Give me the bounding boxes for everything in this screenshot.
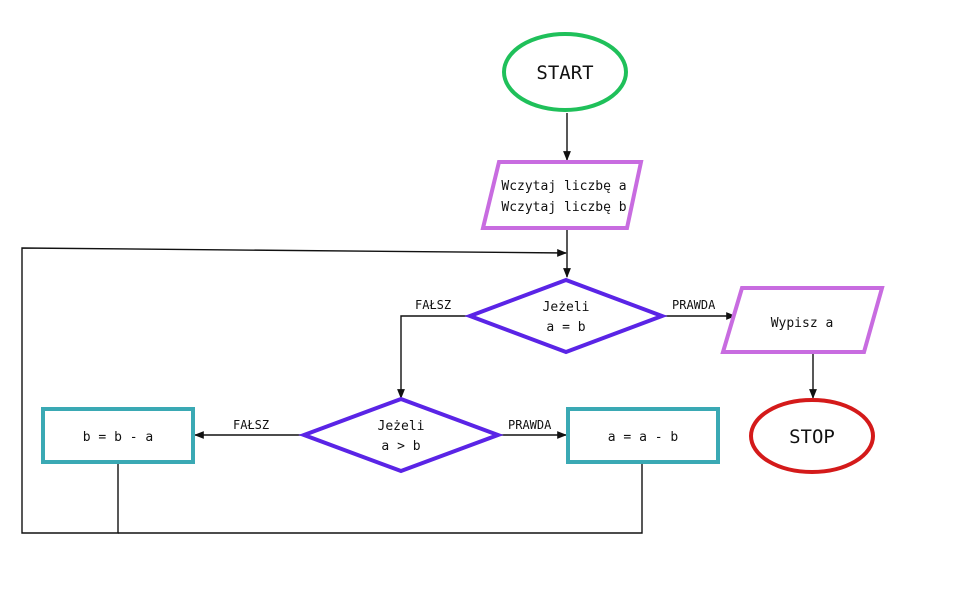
decision2-label-line2: a > b [381, 439, 420, 454]
stop-label: STOP [789, 426, 835, 448]
decision2-label-line1: Jeżeli [378, 419, 425, 434]
output-parallelogram [720, 286, 885, 354]
input-label-line2: Wczytaj liczbę b [501, 200, 626, 215]
edge-loop-back [21, 247, 567, 534]
stop-node: STOP [749, 398, 875, 474]
edge-label-d1-false: FAŁSZ [415, 298, 451, 312]
process-left-label: b = b - a [83, 430, 153, 445]
process-left-node: b = b - a [41, 407, 195, 464]
input-node: Wczytaj liczbę a Wczytaj liczbę b [480, 160, 644, 230]
input-label-line1: Wczytaj liczbę a [501, 179, 626, 194]
edge-right-process-return [118, 463, 643, 534]
edge-label-d2-false: FAŁSZ [233, 418, 269, 432]
edge-label-d1-true: PRAWDA [672, 298, 716, 312]
start-label: START [536, 62, 593, 84]
decision2-node: Jeżeli a > b [298, 396, 504, 474]
edges [21, 113, 817, 534]
start-terminator [502, 32, 628, 112]
output-node: Wypisz a [720, 286, 885, 354]
decision1-label-line1: Jeżeli [543, 300, 590, 315]
process-right-box [566, 407, 720, 464]
start-node: START [502, 32, 628, 112]
process-right-label: a = a - b [608, 430, 679, 445]
edge-label-d2-true: PRAWDA [508, 418, 552, 432]
process-right-node: a = a - b [566, 407, 720, 464]
edge-decision1-false [397, 315, 470, 399]
output-label: Wypisz a [771, 316, 834, 331]
stop-terminator [749, 398, 875, 474]
edge-labels: FAŁSZ PRAWDA FAŁSZ PRAWDA [233, 298, 716, 432]
decision1-node: Jeżeli a = b [464, 277, 668, 355]
process-left-box [41, 407, 195, 464]
decision1-diamond [464, 277, 668, 355]
input-parallelogram [480, 160, 644, 230]
decision2-diamond [298, 396, 504, 474]
decision1-label-line2: a = b [546, 320, 585, 335]
